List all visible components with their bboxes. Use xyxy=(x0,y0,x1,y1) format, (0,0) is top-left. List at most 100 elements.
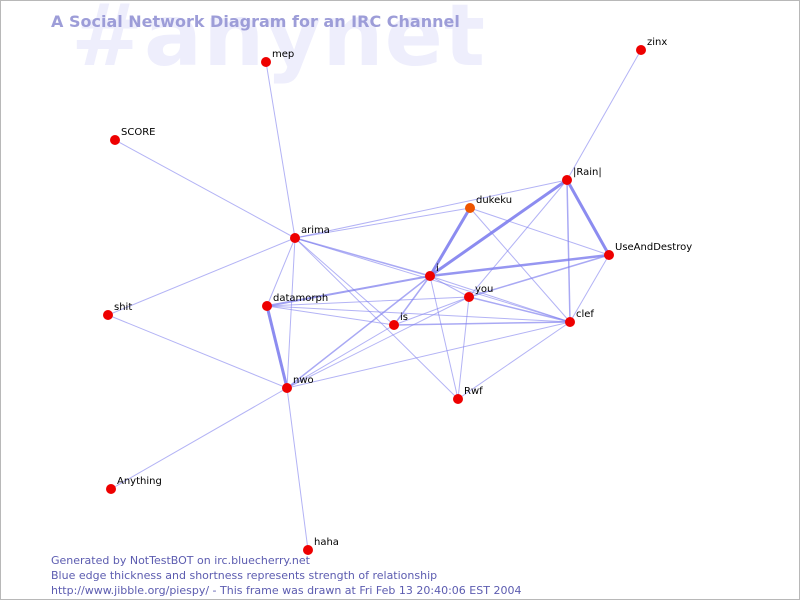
node-label-i: i xyxy=(436,263,439,274)
edge-nwo-clef xyxy=(286,321,571,389)
node-datamorph: datamorph xyxy=(262,293,328,311)
node-label-clef: clef xyxy=(576,309,594,320)
edge-datamorph-is xyxy=(266,305,395,326)
edge-dukeku-i xyxy=(428,206,472,278)
node-dot-shit xyxy=(103,310,113,320)
edge-dukeku-arima xyxy=(294,207,471,239)
edge-UseAndDestroy-clef xyxy=(569,254,610,323)
node-arima: arima xyxy=(290,225,330,243)
edge-zinx-Rain xyxy=(566,49,642,181)
edge-i-clef xyxy=(429,275,571,323)
node-nwo: nwo xyxy=(282,375,314,393)
node-label-shit: shit xyxy=(114,302,132,313)
edge-shit-nwo xyxy=(107,314,288,389)
edge-arima-nwo xyxy=(286,237,296,389)
node-dot-dukeku xyxy=(465,203,475,213)
edge-i-is xyxy=(393,275,431,326)
edge-is-nwo xyxy=(286,324,395,389)
footer-url-timestamp: http://www.jibble.org/piespy/ - This fra… xyxy=(51,584,522,597)
node-label-is: is xyxy=(400,312,408,323)
edge-Rain-clef xyxy=(566,179,571,323)
edge-arima-i xyxy=(294,237,431,277)
node-shit: shit xyxy=(103,302,132,320)
edge-datamorph-clef xyxy=(266,305,571,323)
footer-legend-note: Blue edge thickness and shortness repres… xyxy=(51,569,438,582)
node-i: i xyxy=(425,263,439,281)
node-haha: haha xyxy=(303,537,339,555)
node-dot-arima xyxy=(290,233,300,243)
edge-layer xyxy=(107,49,642,551)
edge-is-clef xyxy=(393,321,571,326)
node-Anything: Anything xyxy=(106,476,162,494)
edge-Anything-nwo xyxy=(110,387,288,490)
node-label-Rain: |Rain| xyxy=(573,167,602,178)
node-dot-clef xyxy=(565,317,575,327)
edge-arima-is xyxy=(294,237,395,326)
edge-Rain-you xyxy=(468,179,568,298)
edge-UseAndDestroy-i xyxy=(428,253,611,278)
node-Rain: |Rain| xyxy=(562,167,602,185)
node-mep: mep xyxy=(261,49,294,67)
edge-i-you xyxy=(429,275,470,298)
edge-clef-Rwf xyxy=(457,321,571,400)
node-label-Anything: Anything xyxy=(117,476,162,487)
node-you: you xyxy=(464,284,493,302)
node-dot-Rwf xyxy=(453,394,463,404)
node-label-dukeku: dukeku xyxy=(476,195,512,206)
node-label-mep: mep xyxy=(272,49,294,60)
edge-Rain-i xyxy=(428,178,569,278)
node-zinx: zinx xyxy=(636,37,667,55)
node-dot-you xyxy=(464,292,474,302)
node-dukeku: dukeku xyxy=(465,195,512,213)
edge-you-is xyxy=(393,296,470,326)
node-label-arima: arima xyxy=(301,225,330,236)
footer-generated-by: Generated by NotTestBOT on irc.bluecherr… xyxy=(51,554,310,567)
node-dot-haha xyxy=(303,545,313,555)
node-label-zinx: zinx xyxy=(647,37,667,48)
edge-arima-datamorph xyxy=(266,237,296,307)
node-dot-is xyxy=(389,320,399,330)
node-dot-Rain xyxy=(562,175,572,185)
node-dot-datamorph xyxy=(262,301,272,311)
edge-Rain-UseAndDestroy xyxy=(565,178,611,257)
edge-you-datamorph xyxy=(266,296,470,307)
node-dot-SCORE xyxy=(110,135,120,145)
edge-datamorph-nwo xyxy=(265,304,289,390)
node-dot-nwo xyxy=(282,383,292,393)
channel-watermark: #anynet xyxy=(71,0,487,86)
edge-arima-Rain xyxy=(294,179,568,239)
edge-dukeku-UseAndDestroy xyxy=(469,207,610,256)
edge-i-nwo xyxy=(286,275,431,389)
node-label-you: you xyxy=(475,284,493,295)
node-label-SCORE: SCORE xyxy=(121,127,155,138)
node-dot-UseAndDestroy xyxy=(604,250,614,260)
node-label-haha: haha xyxy=(314,537,339,548)
node-dot-i xyxy=(425,271,435,281)
edge-i-datamorph xyxy=(266,275,431,307)
edge-you-clef xyxy=(468,296,571,323)
edge-SCORE-arima xyxy=(114,139,296,239)
node-label-Rwf: Rwf xyxy=(464,386,483,397)
edge-shit-arima xyxy=(107,237,296,316)
edge-UseAndDestroy-you xyxy=(468,254,610,298)
node-label-nwo: nwo xyxy=(293,375,314,386)
node-UseAndDestroy: UseAndDestroy xyxy=(604,242,692,260)
footer: Generated by NotTestBOT on irc.bluecherr… xyxy=(51,553,521,598)
page-title: A Social Network Diagram for an IRC Chan… xyxy=(51,12,460,31)
node-is: is xyxy=(389,312,408,330)
node-dot-Anything xyxy=(106,484,116,494)
edge-haha-nwo xyxy=(286,387,309,551)
node-dot-zinx xyxy=(636,45,646,55)
node-SCORE: SCORE xyxy=(110,127,155,145)
node-Rwf: Rwf xyxy=(453,386,483,404)
edge-you-nwo xyxy=(286,296,470,389)
edge-mep-arima xyxy=(265,61,296,239)
node-label-UseAndDestroy: UseAndDestroy xyxy=(615,242,692,253)
node-label-datamorph: datamorph xyxy=(273,293,328,304)
node-clef: clef xyxy=(565,309,594,327)
edge-you-Rwf xyxy=(457,296,470,400)
edge-i-Rwf xyxy=(429,275,459,400)
